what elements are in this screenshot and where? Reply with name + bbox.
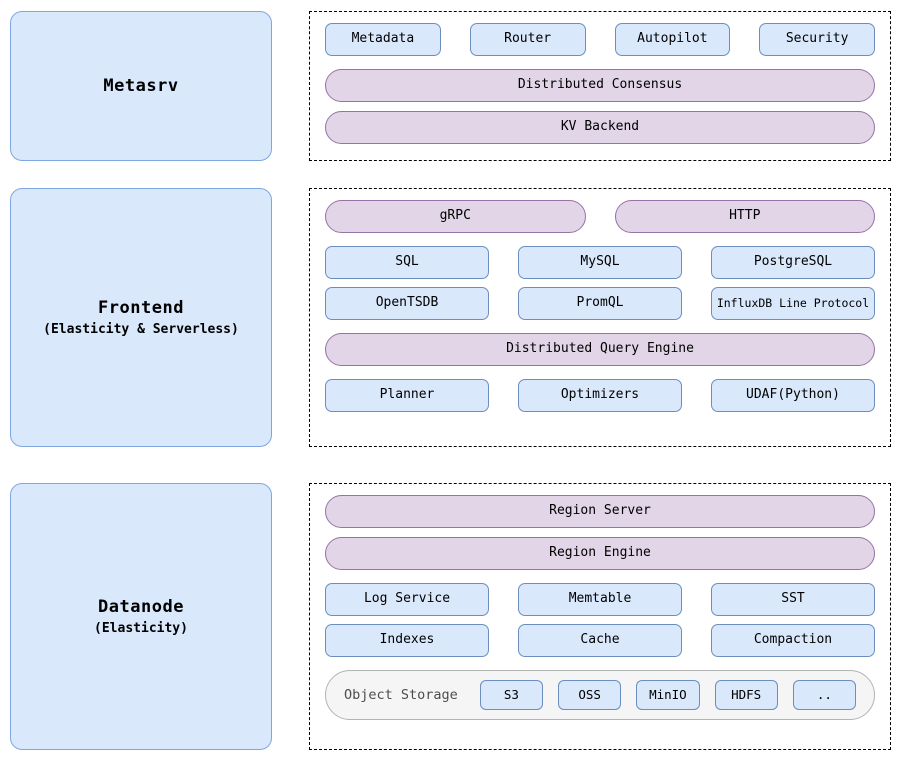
node-compaction[interactable]: Compaction bbox=[711, 624, 875, 657]
role-box-metasrv: Metasrv bbox=[10, 11, 272, 161]
role-box-frontend: Frontend (Elasticity & Serverless) bbox=[10, 188, 272, 447]
role-title-frontend: Frontend bbox=[98, 297, 184, 318]
node-log-service[interactable]: Log Service bbox=[325, 583, 489, 616]
node-minio[interactable]: MinIO bbox=[636, 680, 700, 710]
node-hdfs[interactable]: HDFS bbox=[714, 680, 778, 710]
node-http[interactable]: HTTP bbox=[614, 200, 875, 233]
metasrv-components-row: Metadata Router Autopilot Security bbox=[325, 23, 875, 56]
node-grpc[interactable]: gRPC bbox=[325, 200, 586, 233]
node-router[interactable]: Router bbox=[469, 23, 586, 56]
panel-metasrv: Metadata Router Autopilot Security Distr… bbox=[309, 11, 891, 161]
node-udaf-python[interactable]: UDAF(Python) bbox=[711, 379, 875, 412]
metasrv-consensus-row: Distributed Consensus bbox=[325, 69, 875, 102]
node-mysql[interactable]: MySQL bbox=[518, 246, 682, 279]
node-metadata[interactable]: Metadata bbox=[325, 23, 441, 56]
node-opentsdb[interactable]: OpenTSDB bbox=[325, 287, 489, 320]
object-storage-backends: S3 OSS MinIO HDFS .. bbox=[479, 680, 856, 710]
panel-datanode: Region Server Region Engine Log Service … bbox=[309, 483, 891, 750]
node-oss[interactable]: OSS bbox=[558, 680, 622, 710]
frontend-protocols-row-1: SQL MySQL PostgreSQL bbox=[325, 246, 875, 279]
role-box-datanode: Datanode (Elasticity) bbox=[10, 483, 272, 750]
node-distributed-consensus[interactable]: Distributed Consensus bbox=[325, 69, 875, 102]
metasrv-kv-row: KV Backend bbox=[325, 111, 875, 144]
frontend-transport-row: gRPC HTTP bbox=[325, 200, 875, 233]
role-title-metasrv: Metasrv bbox=[103, 75, 179, 96]
node-indexes[interactable]: Indexes bbox=[325, 624, 489, 657]
node-autopilot[interactable]: Autopilot bbox=[614, 23, 731, 56]
frontend-query-engine-row: Distributed Query Engine bbox=[325, 333, 875, 366]
node-planner[interactable]: Planner bbox=[325, 379, 489, 412]
node-postgresql[interactable]: PostgreSQL bbox=[711, 246, 875, 279]
role-subtitle-datanode: (Elasticity) bbox=[94, 620, 188, 636]
panel-frontend: gRPC HTTP SQL MySQL PostgreSQL OpenTSDB … bbox=[309, 188, 891, 447]
datanode-region-server-row: Region Server bbox=[325, 495, 875, 528]
object-storage-label: Object Storage bbox=[344, 687, 458, 703]
datanode-region-engine-row: Region Engine bbox=[325, 537, 875, 570]
node-region-server[interactable]: Region Server bbox=[325, 495, 875, 528]
node-security[interactable]: Security bbox=[759, 23, 875, 56]
frontend-query-components-row: Planner Optimizers UDAF(Python) bbox=[325, 379, 875, 412]
node-more-storage[interactable]: .. bbox=[792, 680, 856, 710]
frontend-protocols-row-2: OpenTSDB PromQL InfluxDB Line Protocol bbox=[325, 287, 875, 320]
object-storage-strip: Object Storage S3 OSS MinIO HDFS .. bbox=[325, 670, 875, 720]
node-cache[interactable]: Cache bbox=[518, 624, 682, 657]
role-subtitle-frontend: (Elasticity & Serverless) bbox=[43, 321, 239, 337]
node-s3[interactable]: S3 bbox=[479, 680, 544, 710]
node-region-engine[interactable]: Region Engine bbox=[325, 537, 875, 570]
node-memtable[interactable]: Memtable bbox=[518, 583, 682, 616]
node-promql[interactable]: PromQL bbox=[518, 287, 682, 320]
node-kv-backend[interactable]: KV Backend bbox=[325, 111, 875, 144]
node-optimizers[interactable]: Optimizers bbox=[518, 379, 682, 412]
node-influxdb-line-protocol[interactable]: InfluxDB Line Protocol bbox=[711, 287, 875, 320]
node-distributed-query-engine[interactable]: Distributed Query Engine bbox=[325, 333, 875, 366]
datanode-storage-components-row-2: Indexes Cache Compaction bbox=[325, 624, 875, 657]
node-sst[interactable]: SST bbox=[711, 583, 875, 616]
node-sql[interactable]: SQL bbox=[325, 246, 489, 279]
role-title-datanode: Datanode bbox=[98, 596, 184, 617]
datanode-storage-components-row-1: Log Service Memtable SST bbox=[325, 583, 875, 616]
